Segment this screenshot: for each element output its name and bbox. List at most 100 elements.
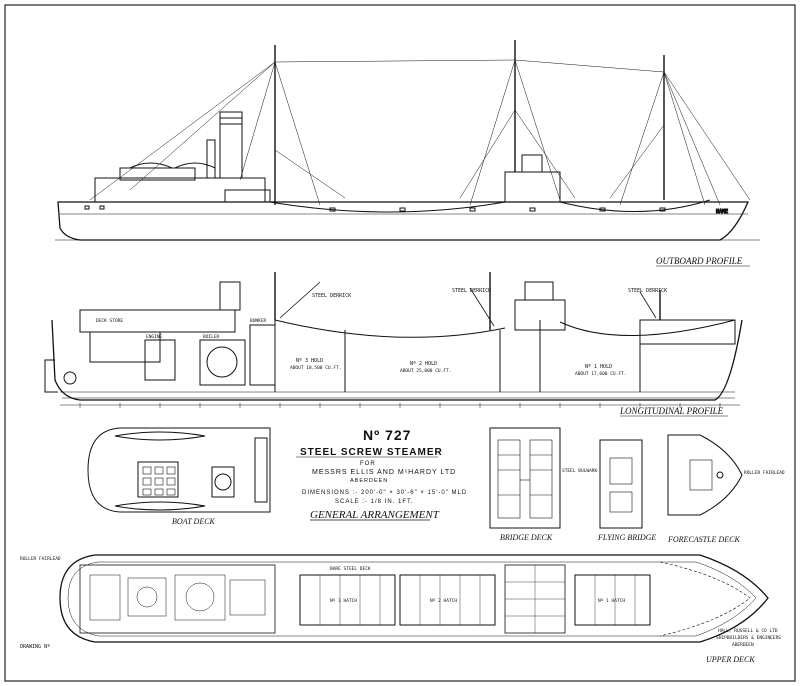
label-roller-fairlead-aft: ROLLER FAIRLEAD [20,556,61,562]
bridge-deck-outline [489,427,561,529]
label-engine: ENGINE [146,334,163,340]
longitudinal-labels: STEEL DERRICK STEEL DERRICK STEEL DERRIC… [96,288,667,377]
label-hold-1: Nº 1 HOLD [585,364,612,370]
upper-deck-caption: UPPER DECK [706,655,755,664]
label-hatch-2: Nº 2 HATCH [430,598,457,604]
boat-deck-lifeboat-port [114,431,206,441]
longitudinal-rudder [44,359,58,393]
label-steel-derrick-2: STEEL DERRICK [452,288,491,294]
upper-deck-engine-room [127,577,167,617]
title-scale: SCALE :- 1/8 IN. 1FT. [335,499,414,505]
upper-deck-hatch-3 [299,574,396,626]
title-block: Nº 727 STEEL SCREW STEAMER FOR MESSRS EL… [296,427,466,521]
label-hatch-3: Nº 3 HATCH [330,598,357,604]
longitudinal-forecastle [639,319,736,345]
forecastle-windlass [689,459,713,491]
longitudinal-propeller [63,371,77,385]
longitudinal-funnel [219,281,241,311]
label-hatch-1: Nº 1 HATCH [598,598,625,604]
outboard-ventilator [206,139,216,179]
upper-deck-hatch-1 [574,574,651,626]
outboard-well-deck-fwd [559,199,711,213]
boat-deck-engine-casing [137,461,179,498]
upper-deck-boiler-room [174,574,226,621]
longitudinal-bunker [249,324,276,386]
upper-deck-poop-area [79,564,276,634]
flying-bridge-chartroom [609,491,633,513]
label-bunker: BUNKER [250,318,267,324]
boat-deck-lifeboat-stbd [114,501,206,511]
outboard-funnel [219,111,243,179]
longitudinal-frame-ticks [79,403,721,408]
outboard-wheelhouse [521,154,543,173]
longitudinal-derrick-2 [469,287,495,327]
label-bare-steel-deck: BARE STEEL DECK [330,566,371,572]
label-hold-2-capacity: ABOUT 25,000 CU.FT. [400,368,451,374]
longitudinal-profile-view [44,272,743,408]
boat-deck-plan [87,427,271,513]
flying-bridge-plan [599,439,643,529]
title-drawing-number: Nº 727 [363,427,411,443]
title-port: ABERDEEN [350,478,388,484]
longitudinal-engine [144,339,176,381]
outboard-bridge-house [504,171,561,203]
bridge-deck-cabins [498,454,552,496]
longitudinal-boiler [199,339,246,386]
upper-deck-labels: BARE STEEL DECK Nº 3 HATCH Nº 2 HATCH Nº… [20,556,625,650]
label-steel-derrick-3: STEEL DERRICK [628,288,667,294]
outboard-lifeboat-2 [174,162,216,169]
label-steel-bulwark: STEEL BULWARK [562,468,598,474]
upper-deck-outline [59,554,769,643]
longitudinal-derrick-3 [639,291,657,319]
flying-bridge-wheelhouse [609,457,633,485]
label-hold-1-capacity: ABOUT 17,600 CU.FT. [575,371,626,377]
builder-town: ABERDEEN [732,642,754,648]
label-hold-3-capacity: ABOUT 18,500 CU.FT. [290,365,341,371]
longitudinal-derrick-1 [279,281,321,319]
forecastle-deck-plan [667,434,743,516]
label-drawing-number: DRAWING Nº [20,644,50,650]
boat-deck-outline [87,427,271,513]
sheet-border [4,4,796,682]
builder-stamp: HALL, RUSSELL & CO LTD SHIPBUILDERS & EN… [716,628,781,648]
outboard-aft-house [224,189,271,203]
upper-deck-hatch-beams [319,575,481,625]
bridge-deck-caption: BRIDGE DECK [500,533,553,542]
boat-deck-caption: BOAT DECK [172,517,216,526]
title-vessel-type: STEEL SCREW STEAMER [300,447,443,458]
label-hold-3: Nº 3 HOLD [296,358,323,364]
label-roller-fairlead-fwd: ROLLER FAIRLEAD [744,470,785,476]
longitudinal-profile-caption: LONGITUDINAL PROFILE [619,406,724,416]
longitudinal-hull [51,319,743,401]
forecastle-deck-caption: FORECASTLE DECK [667,535,740,544]
outboard-profile-caption: OUTBOARD PROFILE [656,256,743,266]
forecastle-deck-outline [667,434,743,516]
boat-deck-platform [254,437,268,503]
outboard-hull [57,201,749,241]
label-boiler: BOILER [203,334,220,340]
outboard-well-deck-aft [269,201,506,213]
flying-bridge-caption: FLYING BRIDGE [597,533,656,542]
upper-deck-hatch-2 [399,574,496,626]
label-deck-store: DECK STORE [96,318,123,324]
longitudinal-engine-room-upper [89,331,161,363]
title-owners: MESSRS ELLIS AND MᶜHARDY LTD [312,469,456,476]
outboard-engine-casing [119,167,196,181]
outboard-lifeboat-1 [129,162,173,169]
boat-deck-funnel-casing [211,466,235,498]
outboard-name-label: NAME [716,209,728,215]
label-steel-derrick-1: STEEL DERRICK [312,293,351,299]
longitudinal-wheelhouse [524,281,554,301]
builder-trade: SHIPBUILDERS & ENGINEERS [716,635,781,641]
label-hold-2: Nº 2 HOLD [410,361,437,367]
outboard-portholes [84,205,666,212]
upper-deck-forecastle-line [659,561,751,637]
builder-name: HALL, RUSSELL & CO LTD [718,628,778,634]
upper-deck-plan [59,554,769,643]
title-general-arrangement: GENERAL ARRANGEMENT [310,509,440,521]
flying-bridge-outline [599,439,643,529]
outboard-rigging [89,59,751,206]
bridge-deck-plan [489,427,561,529]
